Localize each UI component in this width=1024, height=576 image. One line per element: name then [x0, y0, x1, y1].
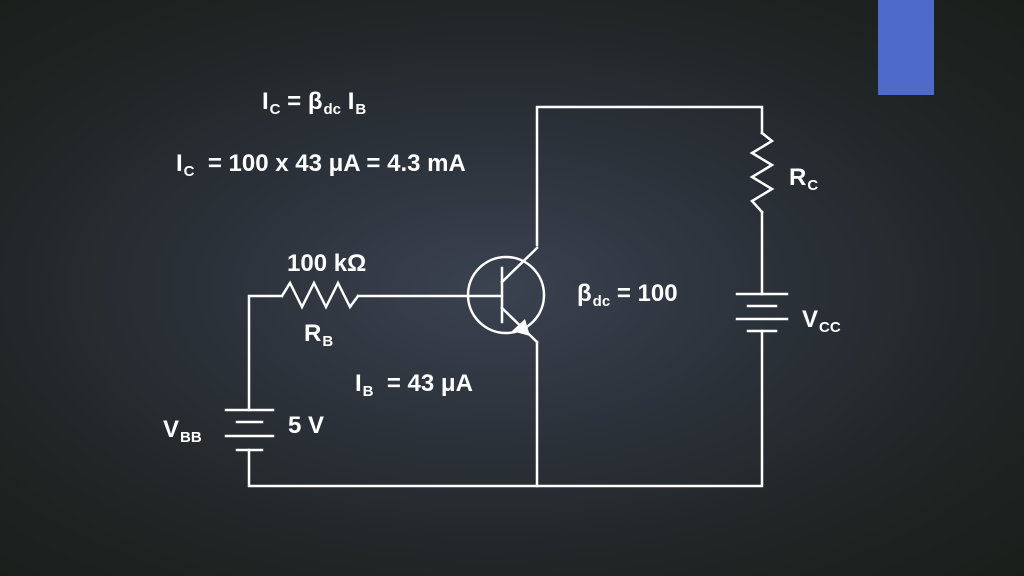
rc-label: RC: [789, 164, 819, 194]
rb-value: 100 kΩ: [287, 250, 367, 277]
beta-value: βdc = 100: [577, 280, 678, 310]
transistor-collector: [500, 246, 539, 284]
wire-top: [535, 105, 764, 247]
resistor-rb: [280, 280, 360, 310]
formula-ic: IC = βdc IB: [262, 88, 367, 118]
wire-vcc-bottom: [247, 329, 764, 488]
accent-block: [878, 0, 934, 95]
resistor-rc: [749, 131, 775, 214]
vbb-value: 5 V: [288, 412, 325, 439]
calculation-ic: IC = 100 x 43 μA = 4.3 mA: [176, 150, 466, 180]
rb-label: RB: [304, 320, 334, 350]
vbb-label: VBB: [163, 416, 202, 446]
emitter-arrow: [512, 319, 530, 336]
vcc-label: VCC: [802, 306, 841, 336]
ib-value: IB = 43 μA: [355, 370, 473, 400]
wire-left: [247, 294, 284, 412]
transistor-body: [466, 255, 546, 335]
